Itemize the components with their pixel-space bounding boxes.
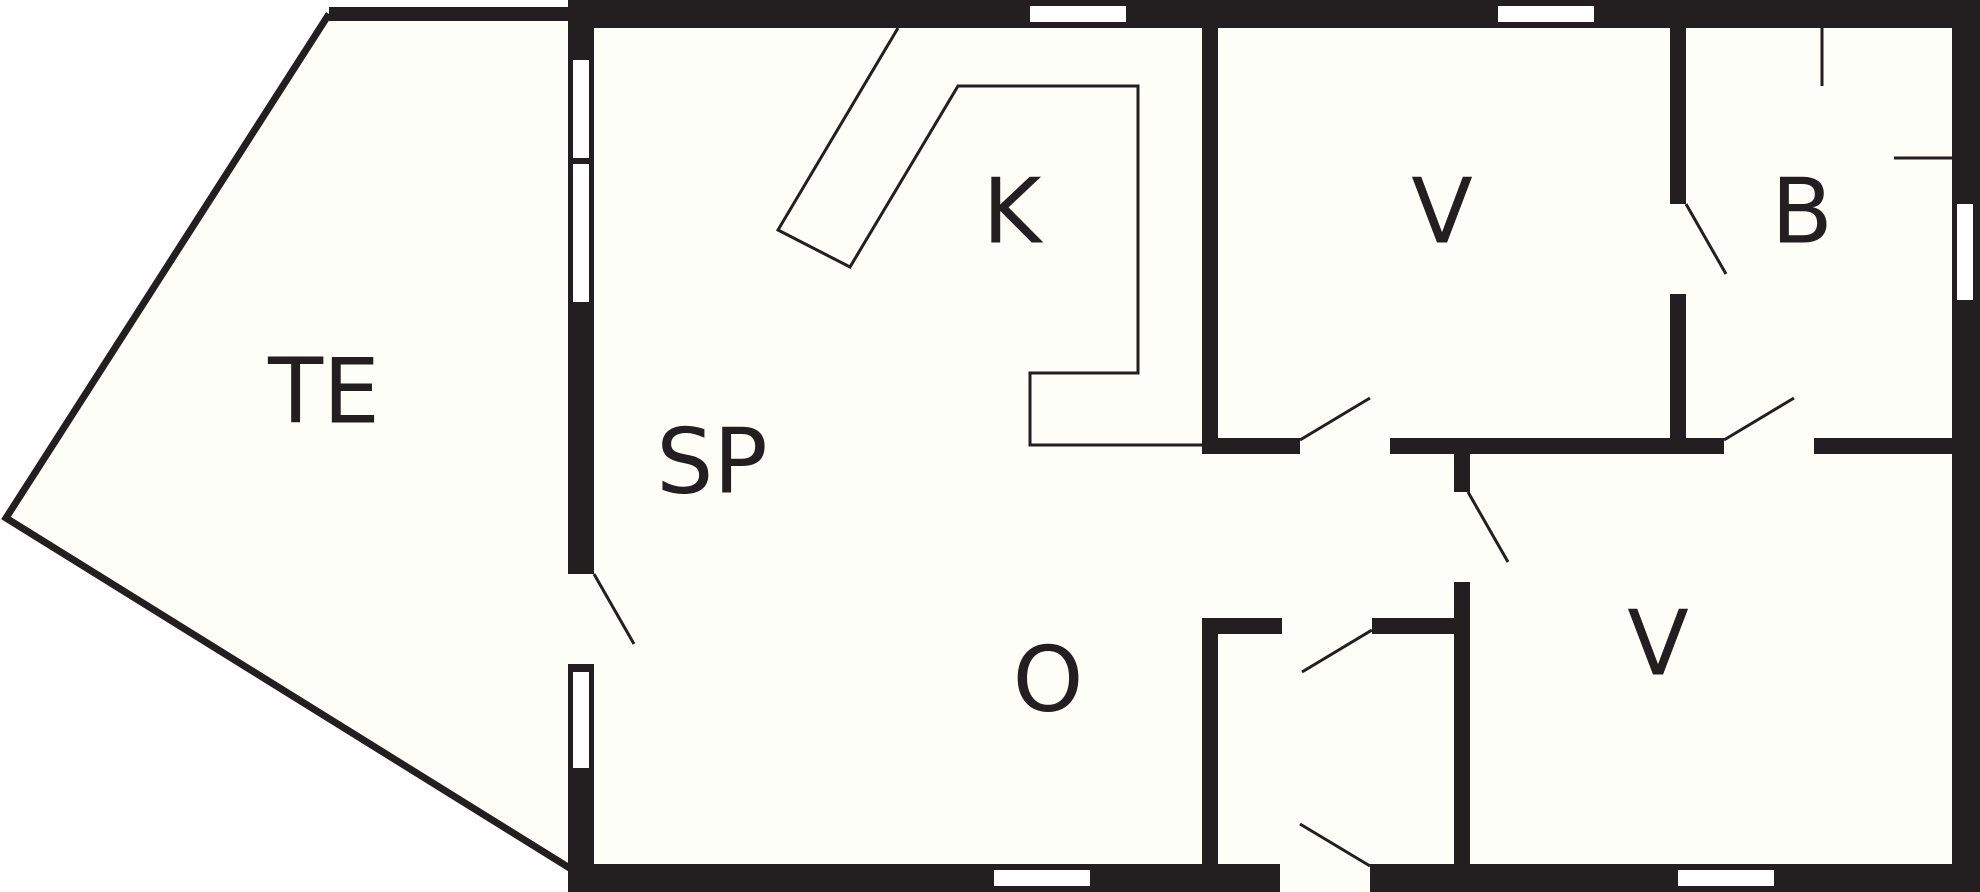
window-left-2	[573, 164, 589, 302]
bedroom-bottom-label: V	[1627, 592, 1689, 697]
window-bottom-2	[1678, 870, 1774, 886]
bathroom-door-opening	[1724, 436, 1814, 456]
window-bottom-1	[994, 870, 1090, 886]
window-right-1	[1957, 204, 1973, 300]
bedroom-bottom-door-leaf	[1466, 491, 1510, 563]
bedroom-top-door-opening	[1300, 436, 1390, 456]
kitchen-counters	[775, 27, 1202, 447]
wc-door-leaf	[1301, 628, 1373, 674]
door-swings	[592, 28, 1952, 868]
bedroom-top-door-leaf	[1299, 396, 1371, 442]
door-openings	[566, 204, 1814, 892]
wc-door-opening	[1282, 616, 1372, 636]
terrace-floor	[6, 14, 576, 872]
window-top-2	[1498, 6, 1594, 22]
terrace-label: TE	[267, 340, 380, 445]
terrace-door-leaf	[592, 573, 636, 645]
kitchen-label: K	[982, 160, 1043, 265]
wc-left-wall	[1202, 618, 1218, 878]
kitchen-bedroom-wall	[1202, 14, 1218, 454]
terrace-door-opening	[566, 574, 596, 664]
window-top-1	[1030, 6, 1126, 22]
right-exterior-wall	[1952, 0, 1980, 892]
room-labels: TE K SP O V B V	[267, 160, 1833, 733]
bathroom-side-door-leaf	[1684, 203, 1728, 275]
top-exterior-wall	[568, 0, 1980, 28]
terrace-diagonal-edges	[1, 12, 578, 875]
bathroom-label: B	[1771, 160, 1833, 265]
bedroom-top-label: V	[1411, 160, 1473, 265]
windows	[573, 6, 1973, 886]
bathroom-door-leaf	[1723, 396, 1795, 442]
terrace-outline	[1, 7, 578, 875]
entrance-door-leaf	[1299, 822, 1371, 868]
window-left-1	[573, 60, 589, 158]
bathroom-side-door-opening	[1668, 204, 1688, 294]
dining-label: SP	[656, 410, 767, 515]
entrance-door-opening	[1280, 860, 1370, 892]
window-left-3	[573, 672, 589, 768]
counter-diagonal	[775, 27, 1202, 447]
living-label: O	[1013, 628, 1084, 733]
bedroom-bottom-door-opening	[1452, 492, 1472, 582]
